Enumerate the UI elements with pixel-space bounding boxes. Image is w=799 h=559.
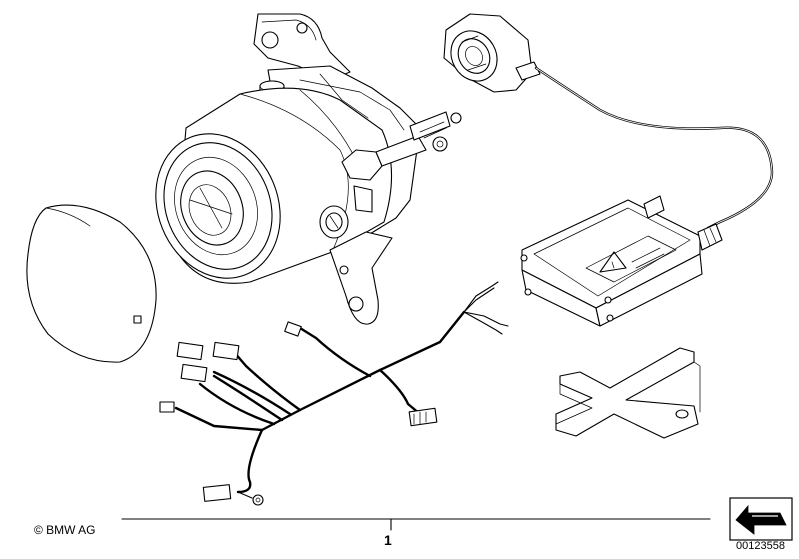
callout-number[interactable]: 1	[384, 532, 392, 548]
control-unit[interactable]	[520, 195, 723, 327]
lens-cover[interactable]	[26, 204, 157, 363]
mounting-bracket[interactable]	[555, 347, 701, 439]
bulb-socket[interactable]	[442, 13, 774, 230]
wiring-harness[interactable]	[159, 281, 509, 506]
fog-lamp-assembly[interactable]	[135, 13, 462, 325]
arrow-icon	[729, 497, 793, 541]
copyright-label: © BMW AG	[34, 523, 96, 537]
diagram-number: 00123558	[736, 540, 785, 552]
